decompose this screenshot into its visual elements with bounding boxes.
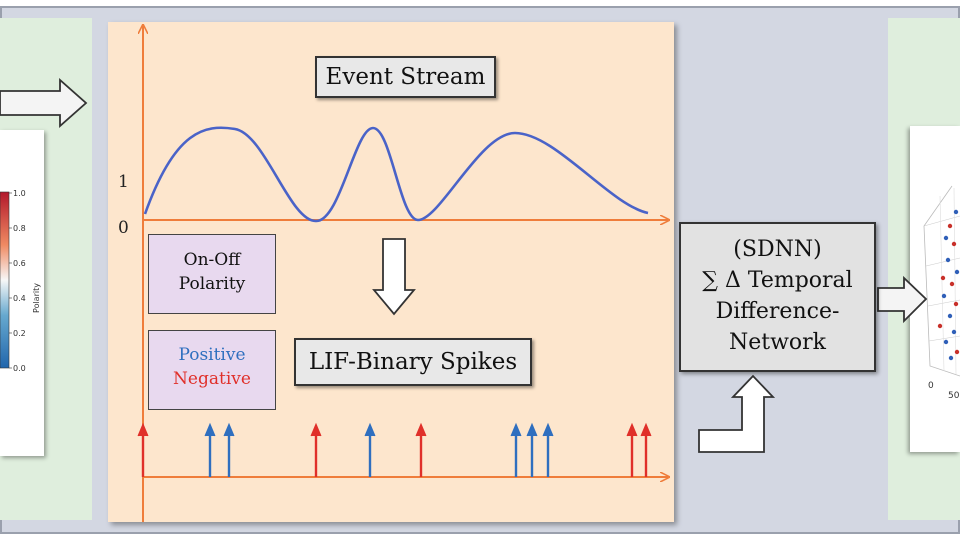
colorbar-gradient — [0, 191, 10, 369]
y-tick-0: 0 — [118, 218, 129, 238]
output-arrow — [877, 275, 928, 324]
y-tick-1: 1 — [118, 172, 129, 192]
positive-spike-head — [204, 422, 216, 437]
polarity-box: On-Off Polarity — [148, 234, 276, 314]
sdnn-line-4: Network — [728, 330, 827, 355]
down-arrow — [372, 238, 416, 316]
polarity-line-1: On-Off — [183, 250, 241, 270]
positive-spike-head — [526, 422, 538, 437]
axis-tick: 50 — [948, 391, 960, 401]
negative-label: Negative — [173, 369, 251, 389]
event-stream-wave — [143, 126, 649, 223]
sdnn-box: (SDNN) ∑ Δ Temporal Difference- Network — [679, 222, 876, 372]
colorbar-tick: 0.4 — [13, 294, 26, 303]
lif-binary-spikes-label: LIF-Binary Spikes — [294, 338, 532, 386]
positive-label: Positive — [178, 345, 246, 365]
colorbar-tick: 0.0 — [13, 364, 26, 373]
negative-spike-head — [415, 422, 427, 437]
spike-train — [137, 422, 652, 477]
positive-spike-head — [223, 422, 235, 437]
negative-spike-head — [640, 422, 652, 437]
colorbar-tick: 1.0 — [13, 189, 26, 198]
axis-tick: 0 — [928, 381, 934, 391]
negative-spike-head — [310, 422, 322, 437]
sdnn-line-2: ∑ Δ Temporal — [702, 268, 853, 293]
positive-spike-head — [510, 422, 522, 437]
colorbar-tick: 0.2 — [13, 329, 26, 338]
negative-spike-head — [137, 422, 149, 437]
colorbar-title: Polarity — [32, 283, 41, 313]
positive-spike-head — [364, 422, 376, 437]
polarity-line-2: Polarity — [178, 274, 246, 294]
colorbar-tick: 0.6 — [13, 259, 26, 268]
negative-spike-head — [626, 422, 638, 437]
event-stream-title: Event Stream — [315, 56, 496, 98]
sdnn-line-3: Difference- — [715, 299, 840, 324]
colorbar-graphic: 1.0 0.8 0.6 0.4 0.2 0.0 Polarity — [0, 189, 41, 373]
bent-arrow — [698, 374, 776, 453]
scatter-3d-graphic: 0 50 — [923, 185, 960, 401]
positive-spike-head — [542, 422, 554, 437]
sdnn-line-1: (SDNN) — [733, 237, 822, 262]
colorbar-tick: 0.8 — [13, 224, 26, 233]
scatter-3d-plot: 0 50 — [910, 126, 960, 452]
input-arrow — [0, 78, 88, 128]
polarity-colorbar-plot: 1.0 0.8 0.6 0.4 0.2 0.0 Polarity — [0, 130, 44, 456]
polarity-legend-box: Positive Negative — [148, 330, 276, 410]
